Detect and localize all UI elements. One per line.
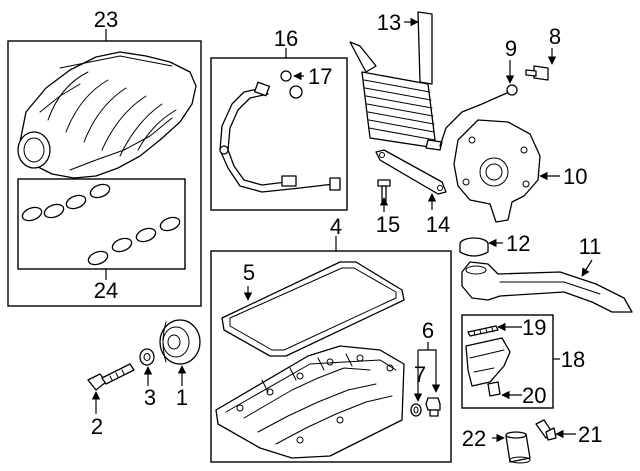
baffle-kit-box xyxy=(461,314,554,409)
oil-baffle-illustration xyxy=(465,337,511,387)
oil-pan-group-box xyxy=(210,250,452,463)
callout-10: 10 xyxy=(563,164,587,189)
callout-4: 4 xyxy=(330,214,342,239)
callout-17: 17 xyxy=(308,64,332,89)
leader-6 xyxy=(418,342,436,392)
callout-19: 19 xyxy=(522,315,546,340)
callout-23: 23 xyxy=(94,7,118,32)
cooler-bracket-illustration xyxy=(375,149,447,195)
baffle-clip-illustration xyxy=(487,381,501,397)
balancer-washer-illustration xyxy=(139,348,155,366)
pump-bolt-illustration xyxy=(525,65,549,81)
callout-5: 5 xyxy=(243,260,255,285)
callout-20: 20 xyxy=(522,383,546,408)
callout-9: 9 xyxy=(505,36,517,61)
callout-24: 24 xyxy=(94,278,118,303)
callout-12: 12 xyxy=(506,231,530,256)
oil-sensor-illustration xyxy=(535,419,557,441)
oil-pickup-tube-illustration xyxy=(461,261,633,313)
intake-manifold-group-box xyxy=(7,40,202,307)
crank-balancer-illustration xyxy=(159,319,201,365)
oil-filter-illustration xyxy=(505,431,531,464)
callout-15: 15 xyxy=(376,212,400,237)
callout-14: 14 xyxy=(426,212,450,237)
callout-6: 6 xyxy=(422,318,434,343)
callout-21: 21 xyxy=(578,422,602,447)
callout-1: 1 xyxy=(176,385,188,410)
callout-13: 13 xyxy=(377,10,401,35)
pickup-seal-illustration xyxy=(459,237,489,257)
oil-lines-illustration xyxy=(219,70,341,193)
callout-22: 22 xyxy=(462,426,486,451)
manifold-gasket-subbox xyxy=(17,178,186,270)
oil-pump-illustration xyxy=(453,119,541,223)
callout-16: 16 xyxy=(274,26,298,51)
oil-pan-illustration xyxy=(215,345,405,459)
callout-3: 3 xyxy=(144,385,156,410)
intake-manifold-illustration xyxy=(17,51,197,179)
oil-pan-gasket-illustration xyxy=(221,261,405,357)
balancer-bolt-illustration xyxy=(87,363,135,391)
oil-cooler-lines-box xyxy=(210,57,348,211)
callout-2: 2 xyxy=(91,414,103,439)
baffle-strip-illustration xyxy=(467,325,499,337)
oil-cooler-illustration xyxy=(349,11,443,151)
drain-plug-illustration xyxy=(425,397,441,417)
dipstick-tube-illustration xyxy=(439,84,518,147)
intake-gaskets-illustration xyxy=(21,183,181,266)
leader-11 xyxy=(581,259,593,277)
drain-washer-illustration xyxy=(410,403,422,417)
callout-18: 18 xyxy=(561,347,585,372)
callout-11: 11 xyxy=(579,234,602,259)
callout-7: 7 xyxy=(414,362,426,387)
callout-8: 8 xyxy=(549,24,561,49)
